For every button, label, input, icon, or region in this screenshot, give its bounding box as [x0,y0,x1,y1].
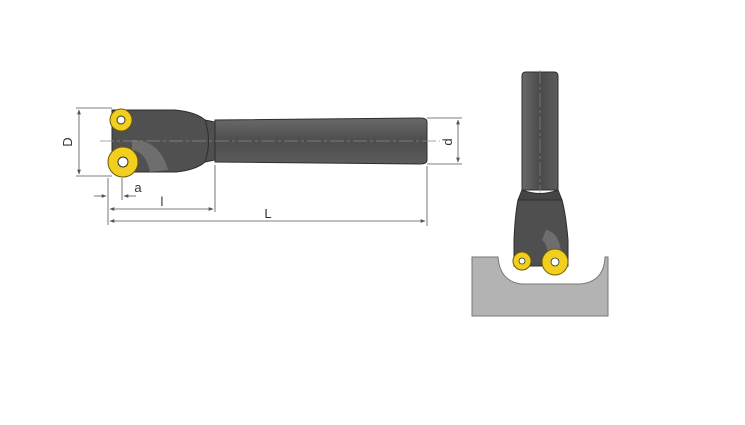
vertical-neck [517,189,563,201]
dim-label-D: D [60,137,75,146]
vertical-insert-right [541,248,569,276]
lower-insert [107,146,139,178]
neck-groove [204,119,209,163]
dim-label-d: d [440,138,455,145]
dim-label-L: L [264,206,271,221]
dimensions [76,107,462,226]
dim-label-l: l [161,194,164,209]
upper-insert [109,108,133,132]
application-view [471,70,609,317]
vertical-shank [521,71,559,191]
side-view-tool [100,108,440,178]
chip-pocket [132,140,168,172]
workpiece [471,256,609,317]
vertical-insert-left [512,251,532,271]
dim-label-a: a [134,180,142,195]
